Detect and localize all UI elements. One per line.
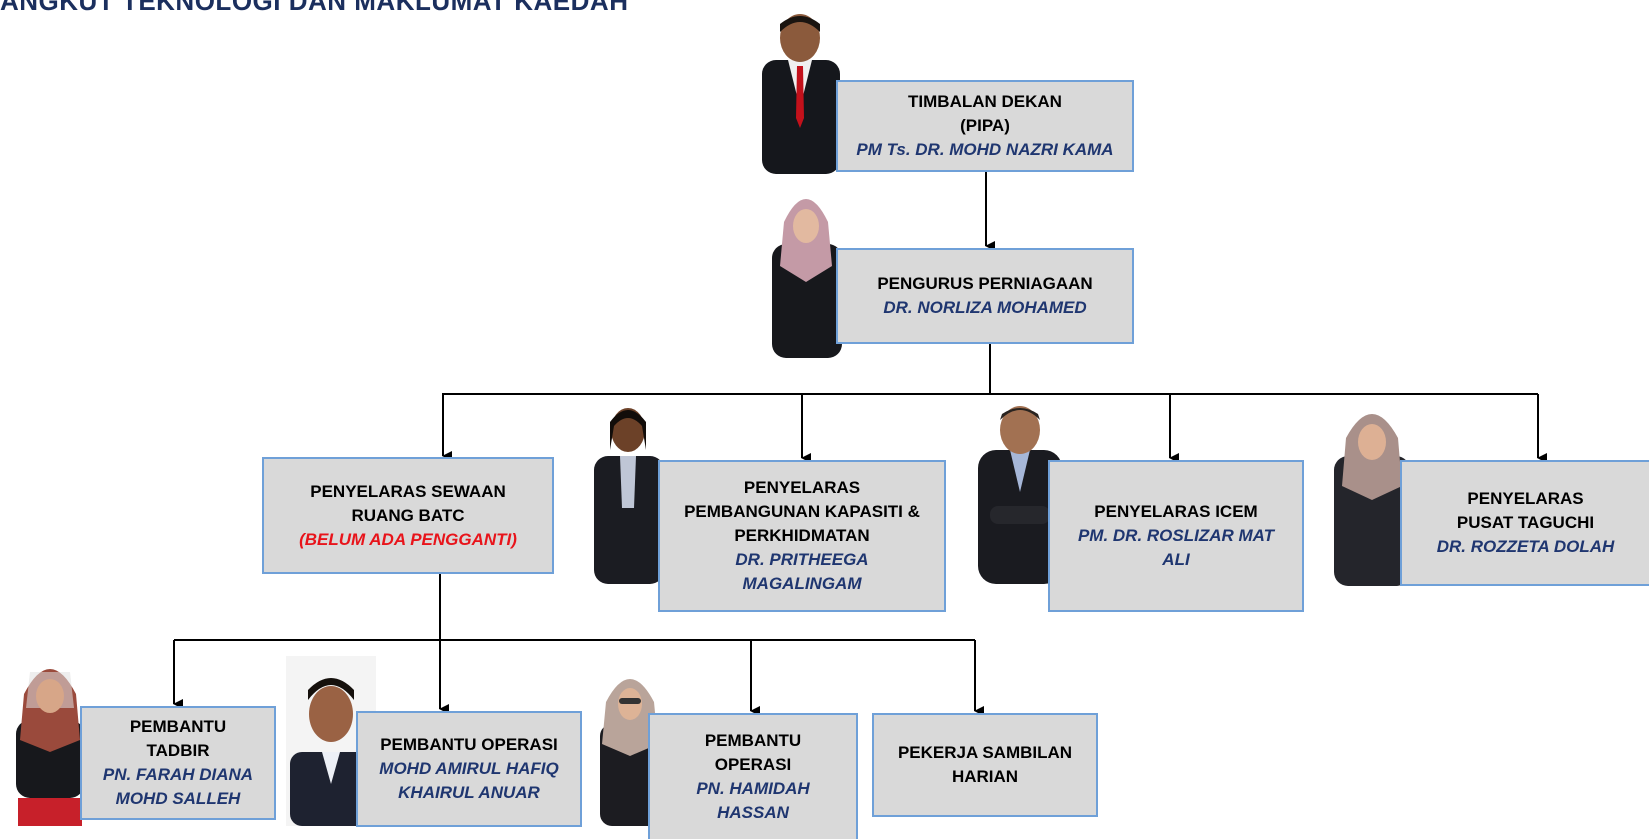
- person-name: DR. PRITHEEGA: [735, 550, 869, 569]
- person-name: HASSAN: [717, 803, 789, 822]
- node-timbalan-dekan: TIMBALAN DEKAN (PIPA) PM Ts. DR. MOHD NA…: [836, 80, 1134, 172]
- role-line: PENGURUS PERNIAGAAN: [877, 274, 1093, 293]
- role-line: TIMBALAN DEKAN: [908, 92, 1062, 111]
- vacancy-note: (BELUM ADA PENGGANTI): [299, 529, 517, 549]
- portrait-kapasiti: [594, 408, 664, 584]
- role-line: HARIAN: [951, 767, 1019, 786]
- role-line: PEMBANTU OPERASI: [380, 735, 558, 754]
- portrait-operasi2: [600, 679, 660, 826]
- role-line: PEMBANGUNAN KAPASITI &: [684, 502, 920, 521]
- person-name: PM Ts. DR. MOHD NAZRI KAMA: [856, 140, 1114, 159]
- portrait-timbalan: [762, 14, 840, 174]
- role-line: OPERASI: [714, 755, 792, 774]
- person-name: PN. FARAH DIANA: [102, 765, 254, 784]
- node-penyelaras-kapasiti: PENYELARAS PEMBANGUNAN KAPASITI & PERKHI…: [658, 460, 946, 612]
- person-name: MAGALINGAM: [742, 574, 862, 593]
- person-name: MOHD AMIRUL HAFIQ: [379, 759, 559, 778]
- person-name: MOHD SALLEH: [115, 789, 241, 808]
- portrait-tadbir: [16, 669, 84, 826]
- role-line: TADBIR: [146, 741, 210, 760]
- person-name: PM. DR. ROSLIZAR MAT: [1077, 526, 1275, 545]
- person-name: PN. HAMIDAH: [696, 779, 810, 798]
- person-name: ALI: [1162, 550, 1190, 569]
- role-line: PERKHIDMATAN: [734, 526, 870, 545]
- node-pekerja-sambilan: PEKERJA SAMBILAN HARIAN: [872, 713, 1098, 817]
- node-pembantu-tadbir: PEMBANTU TADBIR PN. FARAH DIANA MOHD SAL…: [80, 706, 276, 820]
- person-name: DR. ROZZETA DOLAH: [1436, 537, 1615, 556]
- role-line: (PIPA): [960, 116, 1010, 135]
- role-line: PENYELARAS: [743, 478, 861, 497]
- portrait-taguchi: [1334, 414, 1410, 586]
- node-penyelaras-icem: PENYELARAS ICEM PM. DR. ROSLIZAR MAT ALI: [1048, 460, 1304, 612]
- person-name: DR. NORLIZA MOHAMED: [883, 298, 1087, 317]
- role-line: PEMBANTU: [129, 717, 227, 736]
- role-line: RUANG BATC: [351, 505, 465, 525]
- node-penyelaras-taguchi: PENYELARAS PUSAT TAGUCHI DR. ROZZETA DOL…: [1400, 460, 1649, 586]
- role-line: PENYELARAS ICEM: [1094, 502, 1258, 521]
- person-name: KHAIRUL ANUAR: [398, 783, 540, 802]
- node-pembantu-operasi-2: PEMBANTU OPERASI PN. HAMIDAH HASSAN: [648, 713, 858, 839]
- portrait-icem: [978, 406, 1062, 584]
- role-line: PEKERJA SAMBILAN: [897, 743, 1073, 762]
- node-penyelaras-sewaan: PENYELARAS SEWAAN RUANG BATC (BELUM ADA …: [262, 457, 554, 574]
- role-line: PEMBANTU: [704, 731, 802, 750]
- role-line: PENYELARAS: [1467, 489, 1584, 508]
- portrait-pengurus: [772, 199, 842, 358]
- node-pembantu-operasi-1: PEMBANTU OPERASI MOHD AMIRUL HAFIQ KHAIR…: [356, 711, 582, 827]
- node-pengurus-perniagaan: PENGURUS PERNIAGAAN DR. NORLIZA MOHAMED: [836, 248, 1134, 344]
- org-chart-title: ANGKUT TEKNOLOGI DAN MAKLUMAT KAEDAH: [0, 0, 629, 16]
- role-line: PUSAT TAGUCHI: [1456, 513, 1595, 532]
- role-line: PENYELARAS SEWAAN: [310, 481, 506, 501]
